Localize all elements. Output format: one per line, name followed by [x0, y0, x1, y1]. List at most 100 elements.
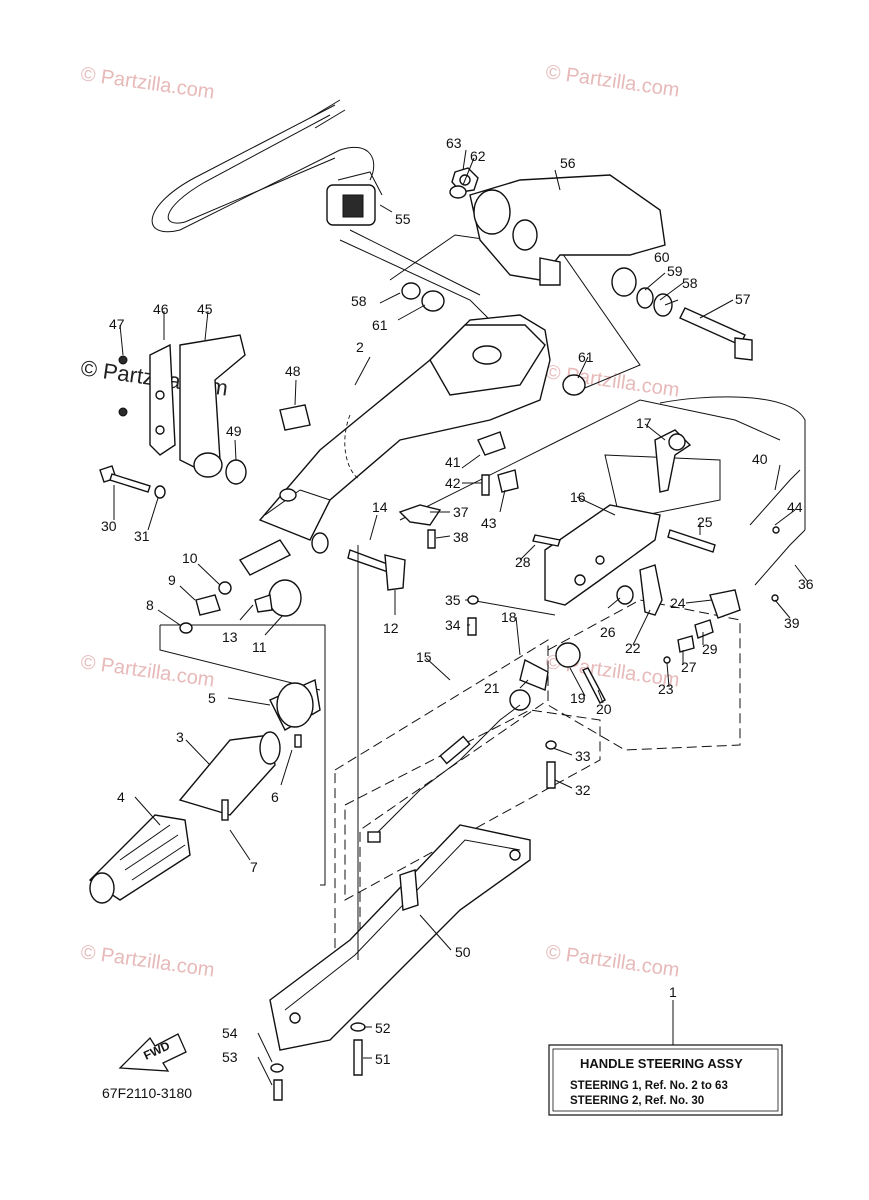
callout-51: 51: [375, 1051, 391, 1067]
ball-23: [663, 656, 671, 664]
bottom-bolts: [270, 1022, 366, 1101]
bolt-38: [427, 529, 436, 549]
bracket-16-body: [544, 504, 661, 606]
label-48-sticker: [279, 404, 311, 431]
callout-45: 45: [197, 301, 213, 317]
callout-25: 25: [697, 514, 713, 530]
handle-hole: [279, 488, 297, 502]
steering-bracket-56: [469, 174, 666, 286]
callout-50: 50: [455, 944, 471, 960]
lever-group-outline: [604, 454, 721, 521]
grip-group-outline: [160, 624, 326, 886]
handle-top-boss: [472, 345, 502, 365]
washer-33: [545, 740, 557, 750]
joint-21: [519, 658, 549, 691]
callout-19: 19: [570, 690, 586, 706]
bolt-53: [273, 1079, 283, 1101]
steering-handle-2: [258, 314, 551, 554]
connector-55: [326, 171, 383, 226]
clip-39: [771, 594, 779, 602]
fwd-arrow-icon: [118, 1033, 187, 1072]
bolt-30-shank: [109, 473, 151, 493]
tilt-bracket-left: [118, 334, 247, 485]
info-box-outer: [548, 1044, 783, 1116]
callout-54: 54: [222, 1025, 238, 1041]
callout-12: 12: [383, 620, 399, 636]
cable-40: [749, 469, 801, 526]
grip-4-ridges: [119, 824, 186, 881]
callout-37: 37: [453, 504, 469, 520]
gear-19: [509, 642, 606, 711]
callout-27: 27: [681, 659, 697, 675]
grip-4: [88, 814, 191, 901]
washer-62: [449, 185, 467, 199]
grip-4-end: [89, 872, 115, 904]
callout-16: 16: [570, 489, 586, 505]
callout-6: 6: [271, 789, 279, 805]
grip-group-outline-2: [159, 625, 321, 691]
cable-36: [754, 529, 806, 586]
bushing-26: [616, 585, 634, 605]
bolt-32: [546, 761, 556, 789]
callout-55: 55: [395, 211, 411, 227]
bushing-49: [225, 459, 247, 485]
cable-ends: [309, 99, 346, 129]
callout-49: 49: [226, 423, 242, 439]
callout-18: 18: [501, 609, 517, 625]
cable-fitting: [439, 735, 471, 765]
spring-29-body: [694, 619, 714, 639]
cable-assembly-outline-inner: [344, 709, 601, 901]
bracket-body: [469, 174, 666, 281]
bracket-16: [532, 504, 716, 606]
screw-47-top: [118, 355, 128, 365]
callout-30: 30: [101, 518, 117, 534]
cable-end: [367, 831, 381, 843]
info-box-line-2: STEERING 2, Ref. No. 30: [570, 1095, 704, 1107]
callout-5: 5: [208, 690, 216, 706]
pivot-boss: [193, 452, 223, 478]
callout-32: 32: [575, 782, 591, 798]
bolt-51: [353, 1039, 363, 1076]
bolt-57-head: [734, 337, 753, 361]
watermark: © Partzilla.com: [79, 63, 216, 104]
callout-7: 7: [250, 859, 258, 875]
washer-8: [179, 622, 193, 634]
callout-9: 9: [168, 572, 176, 588]
callout-33: 33: [575, 748, 591, 764]
callout-21: 21: [484, 680, 500, 696]
handle-hidden-edge: [344, 414, 361, 481]
callout-28: 28: [515, 554, 531, 570]
label-48: [279, 404, 311, 431]
lever-22: [616, 564, 741, 619]
cover-hole-2: [509, 849, 521, 861]
cable-to-handle-2: [349, 229, 481, 296]
fwd-arrow: FWD: [118, 1033, 187, 1072]
callout-56: 56: [560, 155, 576, 171]
watermark: © Partzilla.com: [79, 651, 216, 692]
callout-35: 35: [445, 592, 461, 608]
callout-29: 29: [702, 641, 718, 657]
callout-52: 52: [375, 1020, 391, 1036]
callouts: 1 2 3 4 5 6 7 8 9 10 11 12 13 14 15 16 1…: [101, 135, 814, 1067]
callout-31: 31: [134, 528, 150, 544]
callout-62: 62: [470, 148, 486, 164]
washer-54: [270, 1063, 284, 1073]
cable-route-outline: [399, 399, 781, 521]
spring-9: [195, 594, 221, 616]
callout-1: 1: [669, 984, 677, 1000]
connector-socket: [342, 194, 364, 218]
callout-46: 46: [153, 301, 169, 317]
callout-58-right: 58: [682, 275, 698, 291]
throttle-cables: [151, 99, 491, 321]
spring-29: [663, 619, 714, 664]
washer-59: [636, 287, 654, 309]
diagram-code: 67F2110-3180: [102, 1085, 192, 1101]
clip-43: [497, 469, 519, 493]
washer-35: [467, 595, 479, 605]
knob-12: [347, 549, 406, 591]
cap-27: [677, 635, 695, 653]
bracket-hole: [512, 219, 538, 251]
grommet-21: [509, 689, 531, 711]
shift-cable: [367, 595, 557, 843]
